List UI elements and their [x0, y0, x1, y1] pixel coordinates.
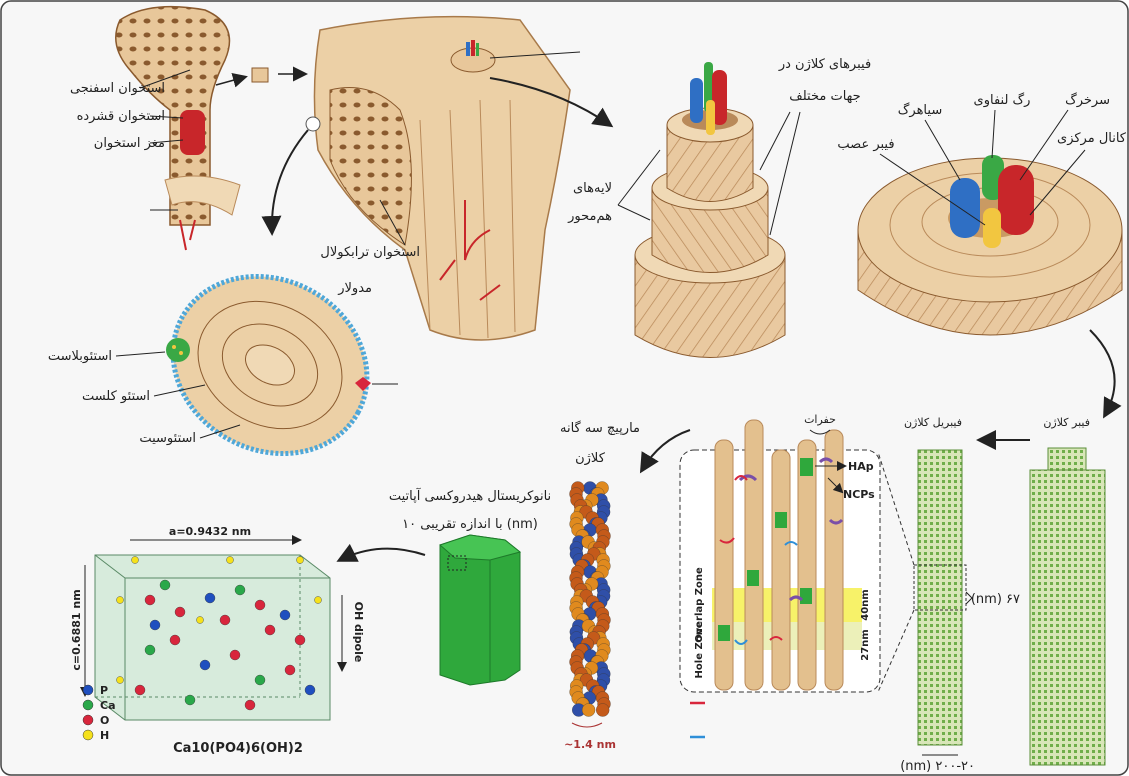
legend-swatch-o: [83, 715, 93, 725]
nanocrystal-label-1: نانوکریستال هیدروکسی آپاتیت: [389, 487, 551, 504]
atom-26: [297, 557, 304, 564]
triple-helix-label-1: مارپیچ سه گانه: [560, 420, 640, 436]
atom-6: [255, 600, 265, 610]
hap-unit-cell: [95, 555, 330, 720]
osteon-label: مدولار: [337, 281, 372, 296]
d-period-label: (nm) ۶۷: [971, 592, 1020, 607]
legend-swatch-ca: [83, 700, 93, 710]
atom-14: [285, 665, 295, 675]
helix-bead-37-2: [596, 704, 609, 717]
ncps-label: NCPs: [843, 488, 875, 501]
legend-swatch-h: [83, 730, 93, 740]
atom-8: [295, 635, 305, 645]
atom-27: [132, 557, 139, 564]
legend-label-o: O: [100, 714, 109, 727]
atom-19: [150, 620, 160, 630]
lattice-c-label: c=0.6881 nm: [70, 589, 83, 670]
trabecula-zoom-circle: [306, 117, 320, 131]
atom-20: [265, 625, 275, 635]
atom-21: [117, 597, 124, 604]
atom-25: [227, 557, 234, 564]
fibril-diameter-label: (nm) ۲۰۰-۲۰: [900, 759, 975, 774]
atom-7: [280, 610, 290, 620]
lattice-a-label: a=0.9432 nm: [169, 525, 251, 538]
triple-helix-label-2: کلاژن: [575, 451, 606, 466]
collagen-fiber-illustration: [1030, 448, 1105, 765]
atom-16: [135, 685, 145, 695]
legend-swatch-p: [83, 685, 93, 695]
concentric-layers-label-2: هم‌محور: [567, 209, 612, 224]
hap-label: HAp: [848, 460, 874, 473]
helix-diameter-label: ~1.4 nm: [564, 738, 616, 751]
concentric-layers-label-1: لایه‌های: [573, 181, 612, 196]
vein-label: سیاهرگ: [898, 101, 942, 118]
atom-3: [205, 593, 215, 603]
atom-12: [230, 650, 240, 660]
collagen-fibers-label-2: جهات مختلف: [789, 89, 860, 104]
atom-11: [200, 660, 210, 670]
hydroxyapatite-nanocrystal: [440, 535, 520, 685]
osteon-cross-section: [858, 155, 1122, 335]
atom-23: [117, 677, 124, 684]
formula-label: Ca10(PO4)6(OH)2: [173, 741, 303, 756]
atom-10: [170, 635, 180, 645]
collagen-fibers-label-1: فیبرهای کلاژن در: [778, 57, 871, 72]
nanocrystal-label-2: با اندازه تقریبی ۱۰ (nm): [402, 517, 538, 532]
gaps-label: حفرات: [804, 413, 836, 426]
helix-bead-37-1: [582, 704, 595, 717]
atom-0: [145, 595, 155, 605]
collagen-fibril-label: فیبریل کلاژن: [904, 416, 962, 429]
atom-15: [305, 685, 315, 695]
collagen-triple-helix: [570, 482, 611, 717]
atom-5: [235, 585, 245, 595]
atom-13: [255, 675, 265, 685]
atom-17: [185, 695, 195, 705]
spongy-bone-label: استخوان اسفنجی: [70, 81, 165, 96]
hole-zone-label: Hole Zone: [694, 621, 705, 678]
atom-18: [245, 700, 255, 710]
bone-sample-cube: [252, 68, 268, 82]
central-canal-label: کانال مرکزی: [1057, 131, 1127, 146]
atom-4: [220, 615, 230, 625]
osteoblast-label: استئوبلاست: [48, 349, 112, 364]
legend-label-ca: Ca: [100, 699, 116, 712]
oh-dipole-label: OH dipole: [352, 602, 365, 663]
dim-40nm-label: 40nm: [860, 589, 871, 620]
artery-label: سرخرگ: [1065, 91, 1110, 108]
bone-marrow-label: مغز استخوان: [94, 136, 165, 151]
nerve-fiber-label: فیبر عصب: [837, 137, 894, 152]
atom-24: [197, 617, 204, 624]
dim-27nm-label: 27nm: [860, 629, 871, 660]
collagen-fiber-label: فیبر کلاژن: [1043, 416, 1090, 429]
legend-label-p: P: [100, 684, 108, 697]
atom-1: [160, 580, 170, 590]
atom-9: [145, 645, 155, 655]
collagen-fibril-illustration: [914, 450, 966, 745]
osteocyte-label: استئوسیت: [139, 431, 196, 446]
trabecular-bone-label: استخوان ترابکولال: [320, 245, 420, 260]
atom-22: [315, 597, 322, 604]
atom-2: [175, 607, 185, 617]
osteoclast-label: استئو کلست: [82, 389, 150, 404]
legend-label-h: H: [100, 729, 109, 742]
lymph-vessel-label: رگ لنفاوی: [974, 91, 1031, 108]
